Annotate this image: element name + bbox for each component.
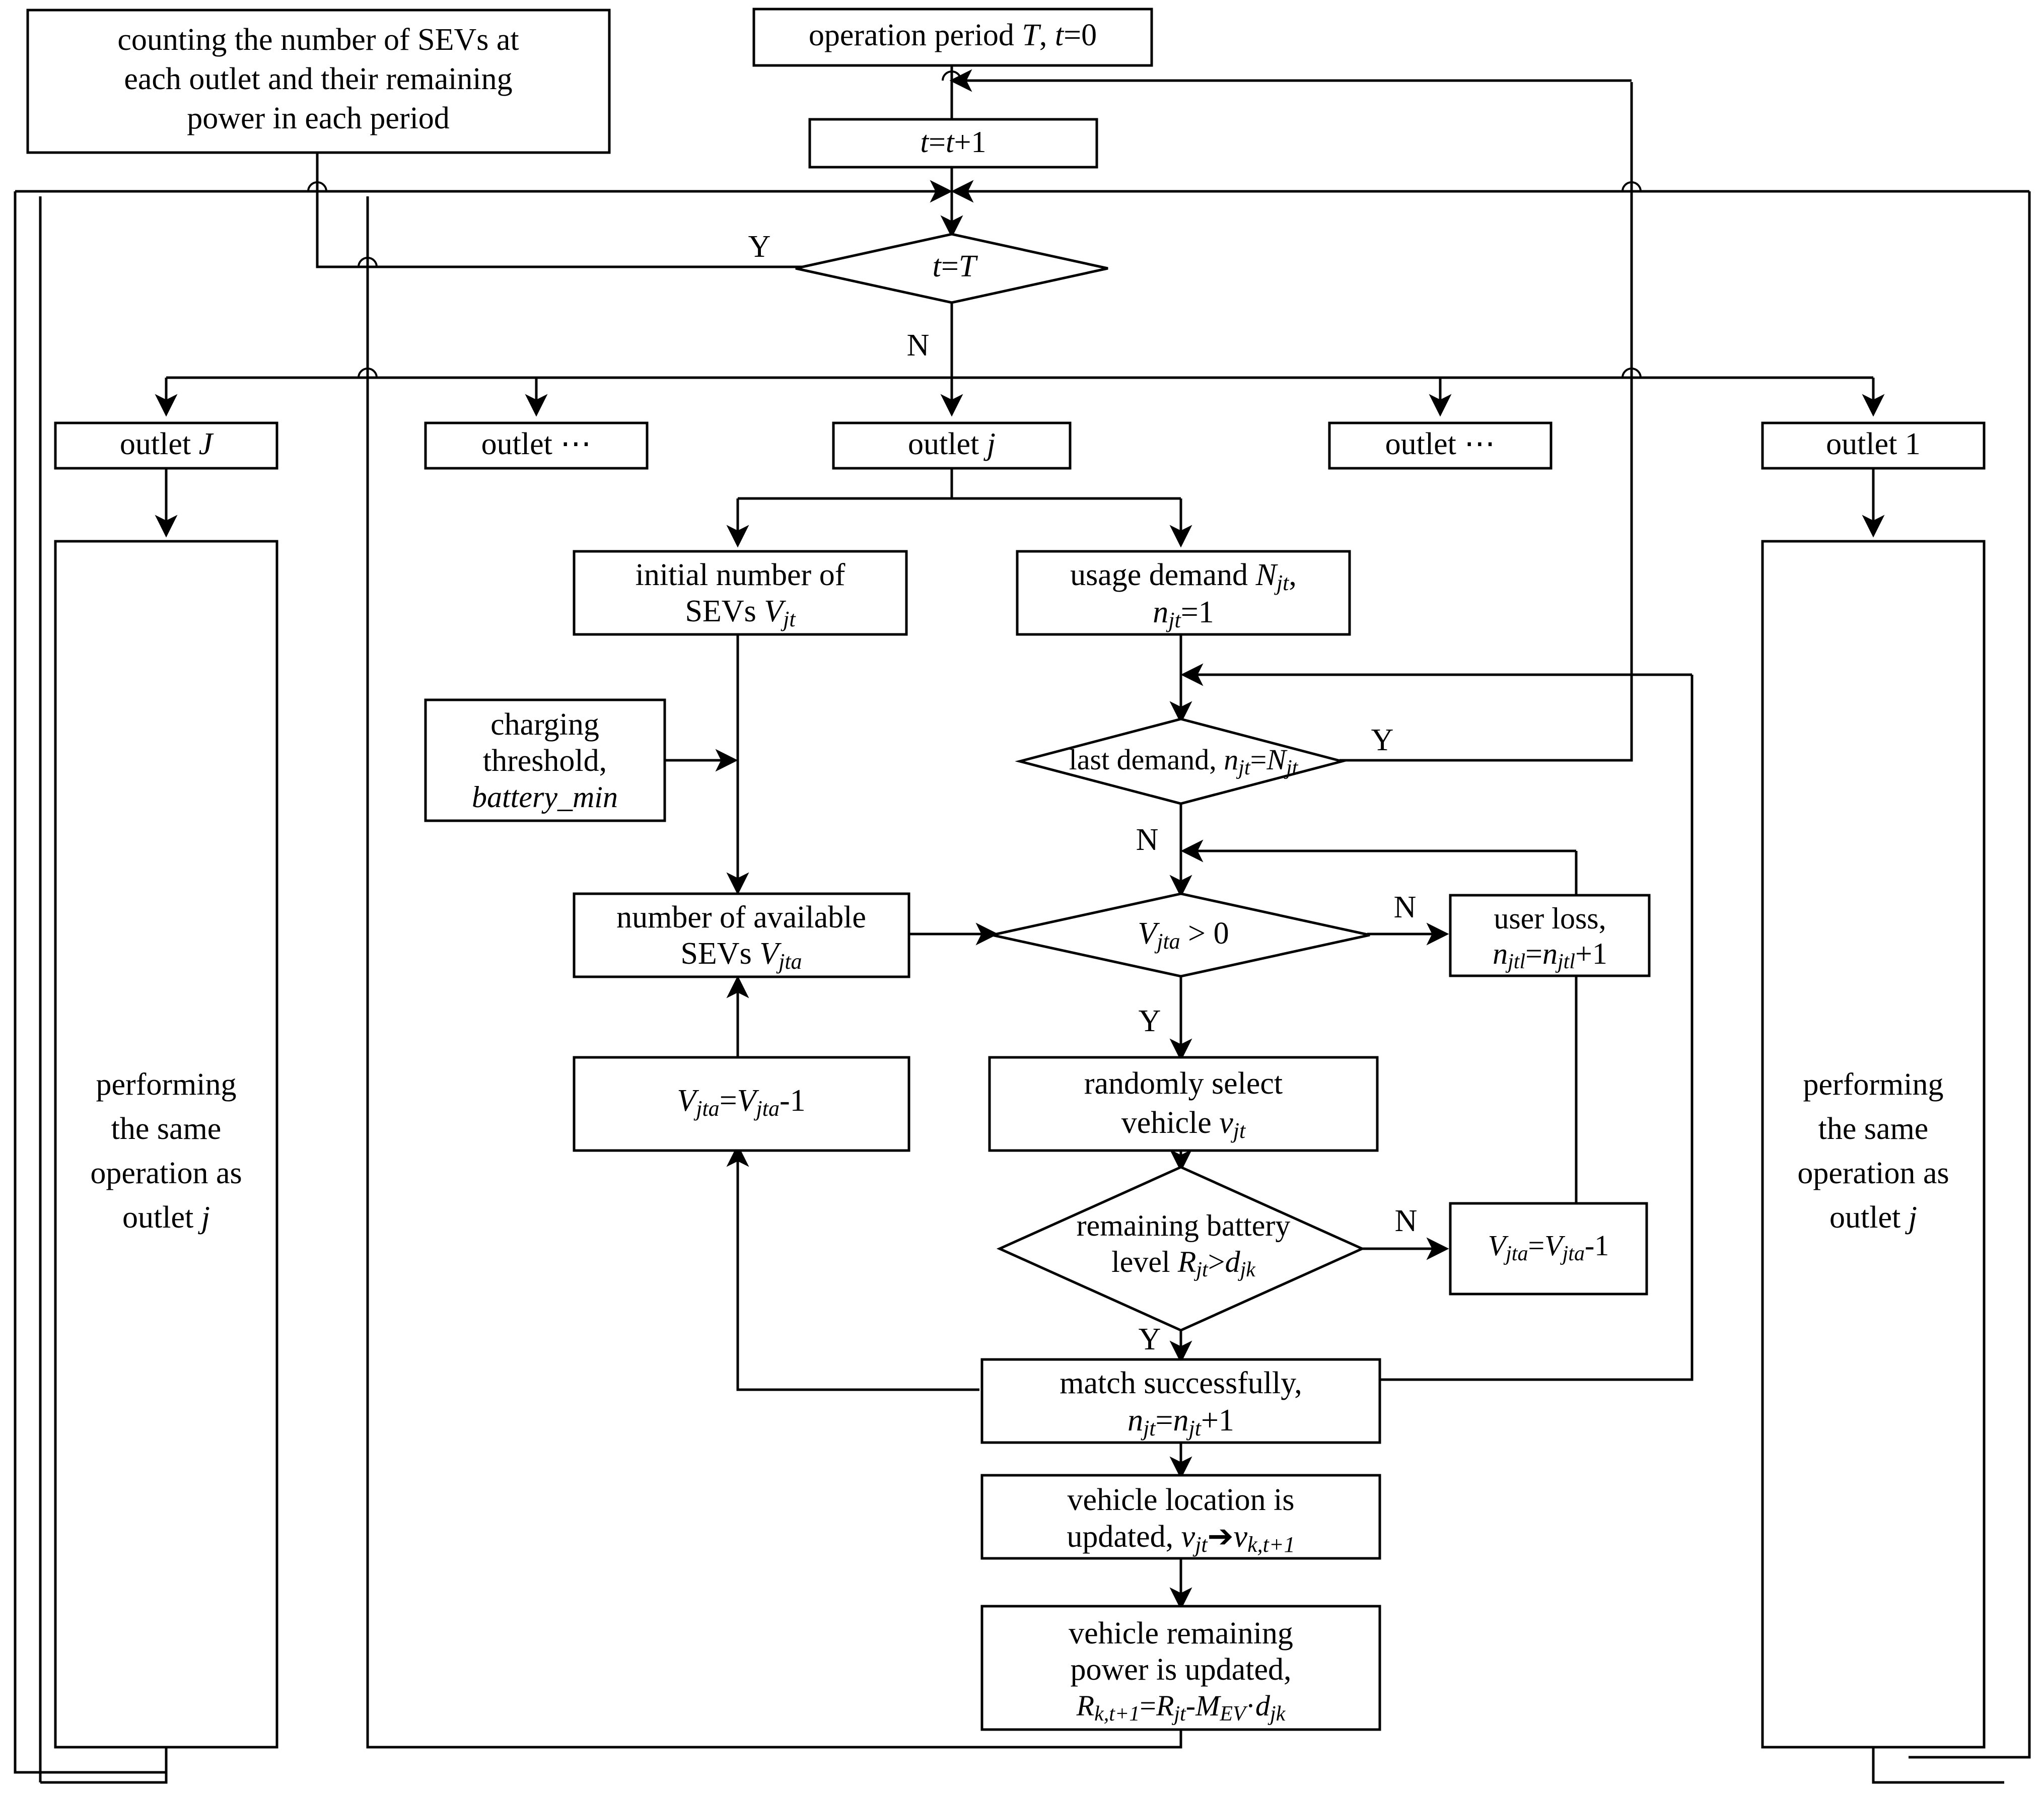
available-sevs-line-1: number of available [616,900,866,935]
edge-match-to-dec-left [726,1144,979,1391]
label-lastdemand-yes: Y [1371,723,1394,757]
perf-left-line-3: operation as [90,1156,242,1190]
node-vehicle-location: vehicle location is updated, vjt➔vk,t+1 [980,1474,1381,1560]
perf-left-line-4: outlet j [122,1200,210,1235]
label-vjta-yes: Y [1139,1004,1161,1038]
hop-arc-5 [1622,368,1642,378]
edge-match-feedback-rail [1380,675,1694,1381]
perf-left-line-1: performing [96,1067,237,1102]
node-vjta-decrement-right: Vjta=Vjta-1 [1449,1202,1648,1296]
vehicle-power-line-3: Rk,t+1=Rjt-MEV·djk [1076,1689,1286,1725]
vjta-dec-left-label: Vjta=Vjta-1 [677,1084,805,1121]
node-outlet-1: outlet 1 [1761,421,1986,470]
hop-arc-6 [942,70,962,81]
node-outlet-J: outlet J [54,421,278,470]
charging-threshold-line-3: battery_min [472,780,618,814]
node-vjta-decrement-left: Vjta=Vjta-1 [573,1056,910,1152]
node-usage-demand: usage demand Njt, njt=1 [1016,550,1351,636]
connector-lines [14,65,2031,1784]
edge-left-outer-rail [14,191,166,1774]
usage-demand-line-1: usage demand Njt, [1070,558,1297,595]
charging-threshold-line-1: charging [490,707,599,742]
hop-arc-2 [358,257,378,267]
available-sevs-line-2: SEVs Vjta [680,937,802,974]
label-ttest-no: N [907,328,930,363]
edge-ttest-yes-horizontal [316,151,816,268]
hop-arc-3 [358,368,378,378]
outlet-j-label: outlet j [908,427,996,461]
outlet-J-label: outlet J [120,427,214,461]
edge-labels: Y N Y N N Y N Y [748,230,1418,1356]
user-loss-line-1: user loss, [1494,902,1606,935]
user-loss-line-2: njtl=njtl+1 [1493,937,1607,973]
edge-lastdemand-yes [1340,82,1633,762]
node-charging-threshold: charging threshold, battery_min [424,698,666,822]
node-t-increment: t=t+1 [808,118,1098,169]
last-demand-label: last demand, njt=Njt [1069,743,1299,779]
node-counting: counting the number of SEVs at each outl… [26,9,611,154]
match-success-line-2: njt=njt+1 [1127,1403,1234,1441]
vjta-dec-right-label: Vjta=Vjta-1 [1488,1229,1609,1265]
outlet-dots-right-label: outlet ⋯ [1385,427,1496,461]
label-battery-yes: Y [1139,1322,1161,1356]
vehicle-location-line-2: updated, vjt➔vk,t+1 [1067,1520,1295,1557]
node-initial-sevs: initial number of SEVs Vjt [573,550,908,636]
charging-threshold-line-2: threshold, [483,744,607,778]
hop-arc-4 [1622,181,1642,192]
node-vjta-greater-zero: Vjta > 0 [992,892,1370,978]
perf-right-line-1: performing [1803,1067,1944,1102]
label-battery-no: N [1395,1204,1418,1238]
outlet-dots-left-label: outlet ⋯ [481,427,592,461]
edge-right-outer-rail [1909,191,2031,1759]
node-available-sevs: number of available SEVs Vjta [573,892,910,978]
battery-level-line-1: remaining battery [1077,1209,1291,1242]
label-vjta-no: N [1394,890,1417,924]
node-random-select: randomly select vehicle vjt [988,1056,1379,1152]
node-performing-left: performing the same operation as outlet … [54,540,278,1749]
label-lastdemand-no: N [1136,823,1159,857]
node-performing-right: performing the same operation as outlet … [1761,540,1986,1749]
node-match-success: match successfully, njt=njt+1 [980,1358,1381,1444]
counting-line-3: power in each period [187,101,450,135]
match-success-line-1: match successfully, [1060,1366,1302,1400]
outlet-1-label: outlet 1 [1826,427,1921,461]
hop-arc-1 [307,181,327,192]
perf-left-line-2: the same [111,1112,222,1146]
vehicle-power-line-2: power is updated, [1070,1653,1291,1687]
edge-perfleft-bottom [40,1747,168,1784]
vjta-gt-zero-label: Vjta > 0 [1138,916,1229,954]
node-operation-period: operation period T, t=0 [752,8,1153,67]
random-select-line-1: randomly select [1084,1066,1283,1101]
perf-right-line-3: operation as [1797,1156,1949,1190]
usage-demand-line-2: njt=1 [1153,595,1214,632]
node-user-loss: user loss, njtl=njtl+1 [1449,894,1651,977]
operation-period-label: operation period T, t=0 [809,18,1097,52]
node-vehicle-power: vehicle remaining power is updated, Rk,t… [980,1605,1381,1731]
battery-level-line-2: level Rjt>djk [1111,1245,1256,1281]
perf-right-line-4: outlet j [1829,1200,1917,1235]
node-t-equals-T: t=T [795,233,1108,304]
node-last-demand: last demand, njt=Njt [1015,717,1347,805]
perf-right-line-2: the same [1818,1112,1929,1146]
vehicle-power-line-1: vehicle remaining [1069,1616,1293,1651]
edge-perfright-bottom [1872,1747,2004,1784]
counting-line-1: counting the number of SEVs at [117,23,519,57]
label-ttest-yes: Y [748,230,771,264]
node-battery-level: remaining battery level Rjt>djk [996,1166,1366,1332]
vehicle-location-line-1: vehicle location is [1067,1483,1294,1517]
random-select-line-2: vehicle vjt [1121,1106,1246,1143]
counting-line-2: each outlet and their remaining [124,62,512,96]
initial-sevs-line-1: initial number of [636,558,845,592]
t-increment-label: t=t+1 [920,125,986,159]
initial-sevs-line-2: SEVs Vjt [685,594,796,631]
node-outlet-j: outlet j [832,421,1072,470]
t-equals-T-label: t=T [933,249,978,283]
node-outlet-dots-right: outlet ⋯ [1328,421,1553,470]
node-outlet-dots-left: outlet ⋯ [424,421,649,470]
